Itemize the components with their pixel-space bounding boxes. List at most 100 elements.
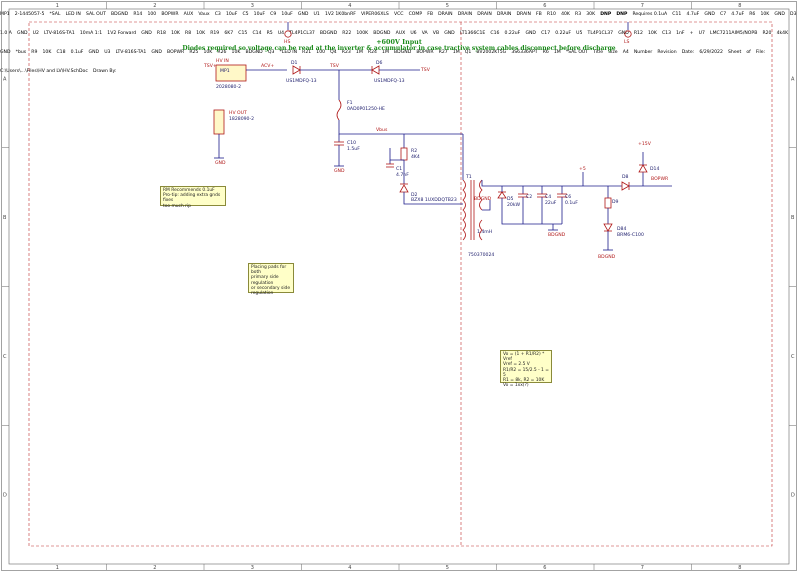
c4-value: 22uF	[545, 200, 557, 206]
c10-value: 1.5uF	[347, 146, 360, 152]
t1-label: T1	[465, 174, 472, 180]
shunt-u4: U4 TL4P1CL37	[278, 19, 320, 38]
title-block: Title Size A4 Number Revision Date: 6/29…	[0, 38, 765, 76]
zener-d2: D2 BZX8 1UXDDQTB23	[399, 183, 463, 205]
c1-value: 4.7nF	[396, 172, 409, 178]
r27-value: 1M	[452, 50, 460, 55]
r3-value: 30K	[586, 12, 596, 17]
dnp-label-1: DNP	[600, 12, 612, 17]
capacitor-c17: C17 0.22uF	[541, 19, 576, 38]
row-label-left-A: A	[3, 76, 7, 82]
d1-label: D1	[291, 60, 298, 66]
resistor-r20: R20 4k4K GND *bus R1220KR15220KR11220KR7…	[0, 19, 789, 388]
d8-label: D8	[622, 174, 629, 180]
diode-d8: D8	[621, 174, 630, 191]
r19-label: R19	[210, 31, 220, 36]
resistor-r14: R14 100 BOPWR	[133, 0, 183, 19]
row-label-right-A: A	[791, 76, 795, 82]
q4-label: Q4	[330, 50, 337, 55]
bdgnd-label-r26: BDGND	[245, 50, 263, 55]
c16-label: C16	[490, 31, 500, 36]
d6-part-number: US1MDFQ-13	[374, 78, 405, 84]
r2-label: R2	[411, 148, 417, 154]
secondary-ground-wire	[501, 214, 562, 225]
u1-pin-fb: FB	[427, 12, 434, 17]
r22-value: 100K	[356, 31, 369, 36]
j1-part-number: 2028080-2	[216, 84, 241, 90]
optocoupler-u2: U2 LTV-816S-TA1 10mA 1:1 1V2 Forward	[33, 19, 142, 38]
tb-date-value: 6/29/2022	[699, 50, 723, 55]
sal-out-net: SAL OUT	[85, 12, 106, 17]
u1-label: U1	[313, 12, 320, 17]
r22-label: R22	[342, 31, 352, 36]
c5-label: C5	[242, 12, 249, 17]
sal-pwr-label: *SAL	[49, 12, 61, 17]
col-label-top-6: 6	[543, 3, 546, 9]
u1-vcc-label: FB	[536, 12, 542, 17]
r8-value: 10K	[196, 31, 206, 36]
drawing-area	[28, 21, 773, 547]
f1-part-number: 0AD0P01250-HE	[347, 106, 385, 112]
u4-part-number: TL4P1CL37	[289, 31, 315, 36]
d5-value: 20kW	[507, 202, 521, 208]
u6-pin-vb: VB	[432, 31, 440, 36]
r18-value: 10K	[171, 31, 180, 36]
col-label-top-7: 7	[641, 3, 644, 9]
u1-pin-comp: COMP	[408, 12, 423, 17]
regulation-label: Requires 0.1uA	[632, 12, 668, 17]
r19-value: 6K7	[224, 31, 234, 36]
c2-label: C2	[526, 194, 532, 200]
u2-part-number: LTV-816S-TA1	[44, 31, 75, 36]
optocoupler-u3: U3 LTV-816S-TA1	[104, 38, 151, 57]
rx-label: R6	[542, 50, 549, 55]
note-rm-recommends: RM Recommends 0.1uF Pro-tip: adding extr…	[160, 186, 226, 209]
tb-file-value: C:\Users\...\Files\HV and LV\HV.SchDoc	[0, 69, 88, 74]
bv-note: 3S6336APT	[511, 50, 538, 55]
note3-line3: R1/R2 = 15/2.5 - 1 = 5	[503, 367, 549, 378]
resistor-r24: R24 1M BDGND BOPWR R27 1M Q1 BV2002KT5G …	[0, 38, 765, 388]
r10-value: 40K	[561, 12, 570, 17]
vaux-net-label: Vaux	[198, 12, 210, 17]
col-label-bottom-3: 3	[251, 565, 254, 571]
c13-label: C13	[661, 31, 671, 36]
row-label-right-D: D	[791, 493, 795, 499]
diode-d6: D6 US1MDFQ-13	[371, 60, 405, 84]
gnd-label-5: GND	[774, 12, 785, 17]
gnd-label-8: GND	[525, 31, 536, 36]
tb-sheet-label: Sheet	[728, 50, 742, 55]
f1-label: F1	[347, 100, 353, 106]
diode-d14: D14 +15V	[638, 141, 659, 173]
u7-label: U7	[698, 31, 705, 36]
gnd-label-12: GND	[151, 50, 162, 55]
row-label-left-D: D	[3, 493, 7, 499]
r6-value: 10K	[760, 12, 770, 17]
note3-line2: Vref = 2.5 V	[503, 362, 530, 368]
r26-label: R26	[217, 50, 227, 55]
led-in-net: LED IN	[65, 12, 81, 17]
resistor-r3: R3 30K DNP DNP Requires 0.1uA C11 4.7uF …	[0, 0, 797, 388]
resistor-r2	[400, 147, 408, 161]
tsv-net-label: TSV	[329, 63, 340, 69]
r20-value: 4k4K	[776, 31, 789, 36]
r24-value: 1M	[382, 50, 389, 55]
gnd-label-10: GND	[0, 50, 11, 55]
c10-label: C10	[347, 140, 356, 146]
col-label-bottom-6: 6	[543, 565, 546, 571]
tb-file-label: File:	[755, 50, 766, 55]
led-part-number: BRM6-C100	[617, 232, 644, 238]
col-label-top-3: 3	[251, 3, 254, 9]
note2-line4: or secondary side	[251, 285, 291, 291]
c9-label: C9	[270, 12, 277, 17]
hv-in-label: HV IN	[216, 58, 229, 64]
c5-value: 10uF	[253, 12, 266, 17]
note1-line1: RM Recommends 0.1uF	[163, 188, 215, 193]
comparator-u7: + U7 LMC7211AIM5/NOPB	[690, 19, 763, 38]
c17-label: C17	[541, 31, 551, 36]
d3-label: D3	[790, 12, 797, 17]
u1-pin-drain-1: DRAIN	[438, 12, 453, 17]
bdgnd-net-j2: BDGND	[110, 12, 129, 17]
resistor-r6b: R6 1M *SAL OUT Title Size A4 Number Revi…	[0, 38, 765, 388]
r21-value: 100	[316, 50, 326, 55]
c6-value: 0.1uF	[565, 200, 578, 206]
